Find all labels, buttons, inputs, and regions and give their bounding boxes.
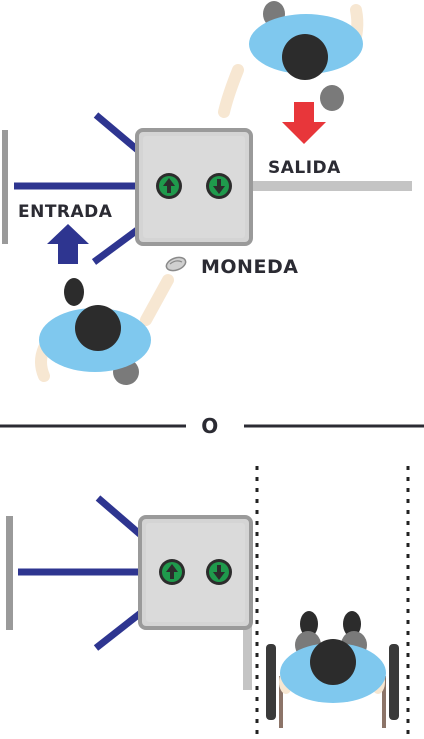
turnstile-arms-bottom: [18, 495, 145, 651]
exit-button-top: [206, 173, 232, 199]
arrow-down-icon: [213, 565, 225, 580]
left-wall-post-top: [2, 130, 8, 244]
wheel-left: [266, 644, 276, 720]
turnstile-machine-bottom: [138, 515, 253, 630]
separator-label: O: [201, 414, 219, 438]
left-wall-post-bottom: [6, 516, 13, 630]
moneda-label: MONEDA: [201, 256, 298, 278]
big-arrow-up-icon: [47, 224, 89, 264]
arm-upper: [93, 112, 143, 155]
top-scene: ENTRADA SALIDA MONEDA: [2, 1, 412, 385]
accessible-gate-post: [243, 620, 252, 690]
exit-button-bottom: [206, 559, 232, 585]
arm-upper-bottom: [95, 495, 145, 539]
bottom-scene: [6, 466, 410, 739]
wheel-right: [389, 644, 399, 720]
turnstile-arms-top: [14, 112, 143, 265]
separator: O: [0, 414, 424, 438]
salida-label: SALIDA: [268, 158, 341, 178]
arrow-up-icon: [163, 178, 175, 193]
coin-icon: [165, 256, 187, 272]
entrada-label: ENTRADA: [18, 202, 113, 222]
exit-rail-top: [248, 181, 412, 191]
person-exiting: [218, 1, 364, 118]
arrow-up-icon: [166, 564, 178, 579]
entry-button-top: [156, 173, 182, 199]
arrow-down-icon: [213, 179, 225, 194]
wheelchair-user: [266, 611, 399, 728]
entry-button-bottom: [159, 559, 185, 585]
turnstile-machine-top: [135, 128, 253, 246]
arm-lower-bottom: [93, 609, 145, 651]
arm-lower: [91, 225, 143, 265]
person-entering: [35, 274, 174, 385]
big-arrow-down-icon: [282, 102, 326, 144]
